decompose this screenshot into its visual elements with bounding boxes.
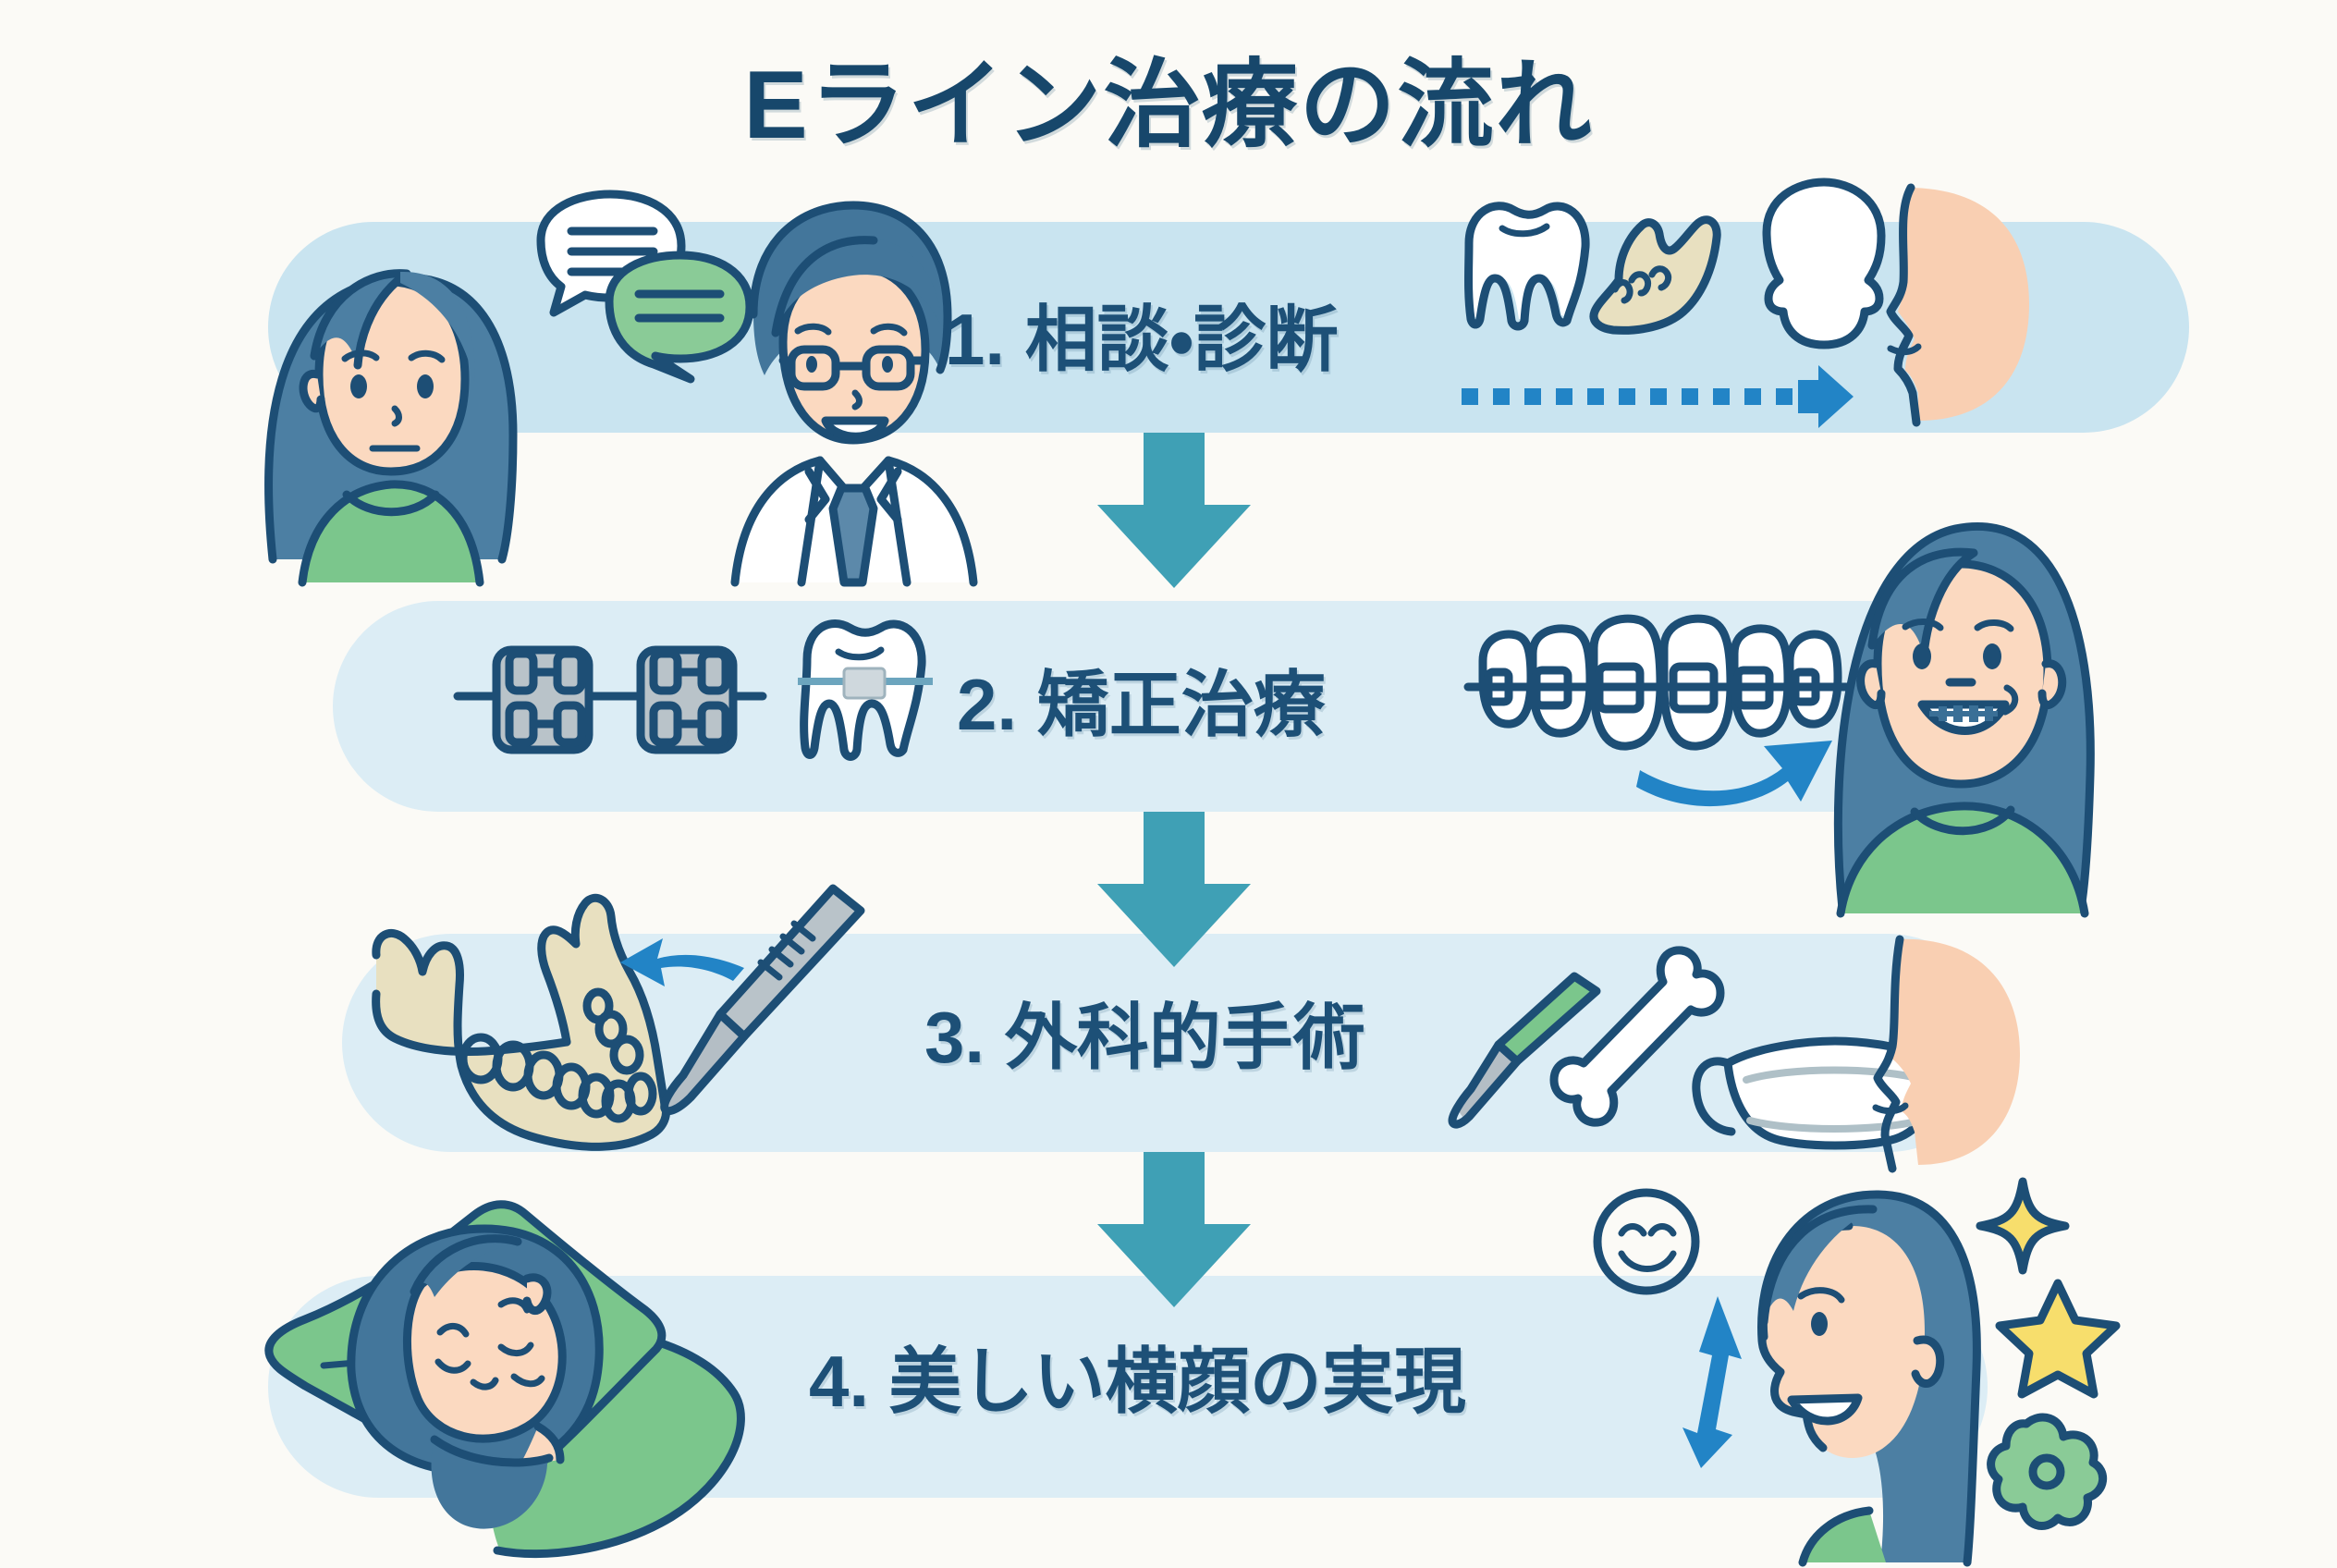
star-icon — [1995, 1279, 2121, 1399]
step-1-right-icons — [1462, 178, 2029, 428]
tooth-with-bracket-icon — [798, 619, 933, 761]
step-3-label: 3. 外科的手術 — [924, 997, 1365, 1078]
doctor-icon — [730, 201, 978, 587]
scalpel-green-icon — [1448, 972, 1601, 1129]
step-3-right-icons — [1448, 935, 2020, 1173]
profile-face-icon — [1872, 935, 2020, 1173]
dotted-arrow-icon — [1462, 365, 1854, 428]
flower-icon — [1987, 1413, 2107, 1530]
smiley-face-icon — [1593, 1188, 1700, 1295]
teeth-with-braces-icon — [1463, 614, 1857, 751]
profile-face-icon — [1886, 183, 2029, 427]
step-2-left-icons — [453, 619, 933, 761]
step-3-left-illustration — [372, 884, 865, 1151]
connector-arrow-1-to-2 — [1086, 433, 1262, 590]
step-2-right-icons — [1463, 614, 1857, 807]
curved-arrow-icon — [1636, 741, 1832, 807]
tooth-icon — [1464, 202, 1590, 331]
eline-double-arrow-icon — [1682, 1296, 1742, 1468]
bracket-icon — [601, 645, 767, 754]
sleeping-woman-icon — [264, 1200, 745, 1559]
connector-arrow-3-to-4 — [1086, 1152, 1262, 1309]
step-1-label: 1. 相談・診断 — [945, 299, 1339, 380]
smiling-woman-braces-icon — [1833, 522, 2095, 918]
curved-arrow-left-icon — [620, 938, 744, 986]
sparkle-icon — [1976, 1177, 2070, 1275]
profile-woman-icon — [1757, 1190, 1981, 1567]
step-4-right-illustration — [1593, 1177, 2121, 1567]
head-outline-icon — [1762, 178, 1886, 349]
mandible-large-icon — [372, 893, 670, 1151]
connector-arrow-2-to-3 — [1086, 812, 1262, 969]
step-1-left-illustration — [264, 190, 978, 587]
speech-bubble-green-icon — [605, 251, 754, 384]
page-title: Eライン治療の流れ — [743, 52, 1594, 159]
step-2-label: 2. 矯正治療 — [957, 664, 1326, 745]
mandible-icon — [1589, 215, 1721, 335]
step-4-label: 4. 美しい横顔の実現 — [809, 1341, 1466, 1422]
bracket-icon — [453, 645, 610, 754]
scalpel-icon — [660, 884, 865, 1116]
woman-patient-icon — [264, 269, 518, 587]
bone-icon — [1549, 946, 1725, 1127]
